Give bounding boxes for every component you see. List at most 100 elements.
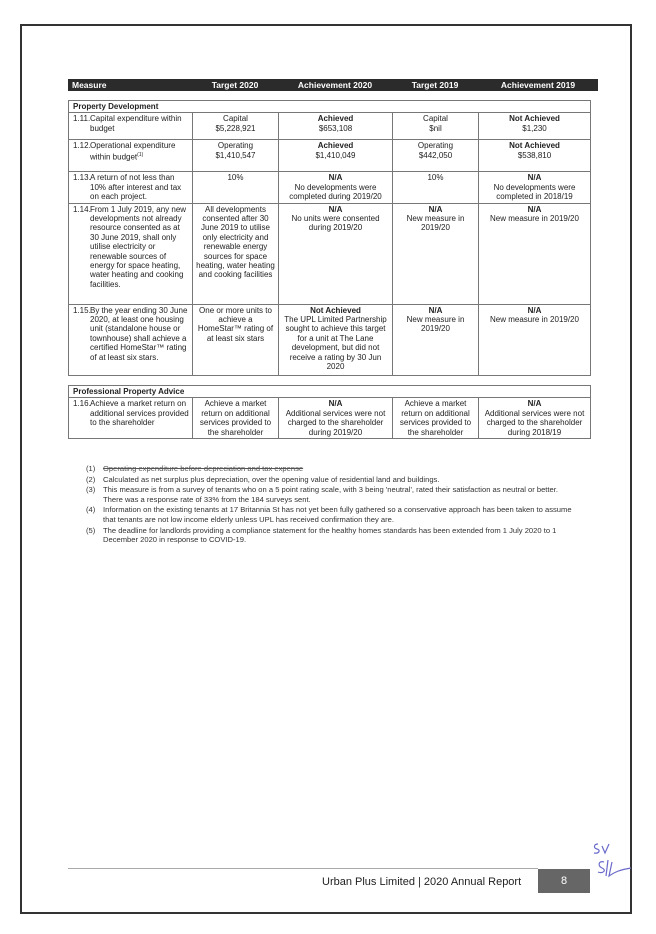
footer-divider bbox=[68, 868, 538, 869]
footnote: (2) Calculated as net surplus plus deprec… bbox=[86, 475, 576, 485]
footnote-text: This measure is from a survey of tenants… bbox=[103, 485, 558, 504]
target-2019-line: 10% bbox=[427, 173, 444, 183]
target-2019-line: New measure in 2019/20 bbox=[406, 315, 465, 334]
measure-cell: 1.16.Achieve a market return on addition… bbox=[68, 397, 193, 440]
target-2020-cell: All developments consented after 30 June… bbox=[192, 202, 279, 305]
achievement-2020-detail: Additional services were not charged to … bbox=[285, 408, 386, 437]
target-2020-line: Capital bbox=[223, 114, 248, 124]
footnote-key: (4) bbox=[86, 505, 96, 515]
target-2020-line: Operating bbox=[217, 141, 254, 151]
footnote: (1)Operating expenditure before deprecia… bbox=[86, 464, 576, 474]
measure-cell: 1.14.From 1 July 2019, any new developme… bbox=[68, 202, 193, 305]
header-achievement-2020: Achievement 2020 bbox=[297, 80, 373, 90]
header-target-2019: Target 2019 bbox=[411, 80, 459, 90]
measure-number: 1.11. bbox=[73, 114, 91, 124]
achievement-2019-status: N/A bbox=[527, 305, 542, 315]
measure-cell: 1.13.A return of not less than 10% after… bbox=[68, 171, 193, 204]
achievement-2020-detail: No units were consented during 2019/20 bbox=[291, 214, 380, 233]
target-2020-cell: 10% bbox=[192, 171, 279, 204]
target-2020-line: Achieve a market return on additional se… bbox=[199, 399, 272, 437]
footnote-key: (2) bbox=[86, 474, 96, 484]
target-2019-line: $nil bbox=[429, 123, 442, 133]
footnote-text: Calculated as net surplus plus depreciat… bbox=[103, 474, 440, 484]
measure-cell: 1.11.Capital expenditure within budget bbox=[68, 112, 193, 141]
footnotes: (1)Operating expenditure before deprecia… bbox=[86, 464, 576, 546]
measure-text: Achieve a market return on additional se… bbox=[90, 399, 189, 428]
target-2020-cell: One or more units to achieve a HomeStar™… bbox=[192, 303, 279, 376]
achievement-2019-status: N/A bbox=[527, 204, 542, 214]
measure-text: By the year ending 30 June 2020, at leas… bbox=[90, 305, 188, 362]
measure-cell: 1.12.Operational expenditure within budg… bbox=[68, 139, 193, 173]
achievement-2020-detail: No developments were completed during 20… bbox=[289, 182, 382, 202]
achievement-2019-status: N/A bbox=[527, 399, 542, 409]
footnote-key: (5) bbox=[86, 525, 96, 535]
measure-text: Operational expenditure within budget(1) bbox=[90, 141, 176, 162]
target-2019-line: $442,050 bbox=[418, 150, 453, 160]
footnote: (3)This measure is from a survey of tena… bbox=[86, 485, 576, 504]
table-row: 1.14.From 1 July 2019, any new developme… bbox=[68, 202, 591, 305]
target-2019-line: Achieve a market return on additional se… bbox=[399, 399, 472, 437]
achievement-2019-detail: New measure in 2019/20 bbox=[490, 214, 579, 224]
table-header: Measure Target 2020 Achievement 2020 Tar… bbox=[68, 79, 598, 91]
achievement-2019-detail: No developments were completed in 2018/1… bbox=[493, 182, 576, 202]
measure-number: 1.13. bbox=[73, 173, 91, 183]
target-2019-cell: Capital$nil bbox=[392, 112, 479, 141]
target-2020-line: All developments consented after 30 June… bbox=[196, 204, 275, 280]
achievement-2020-detail: $653,108 bbox=[318, 123, 353, 133]
footer-title: Urban Plus Limited | 2020 Annual Report bbox=[322, 876, 522, 888]
measure-number: 1.15. bbox=[73, 305, 91, 315]
achievement-2020-cell: Achieved$1,410,049 bbox=[278, 139, 393, 173]
target-2020-line: $5,228,921 bbox=[215, 123, 256, 133]
target-2019-line: Capital bbox=[423, 114, 448, 124]
footnote-text: The deadline for landlords providing a c… bbox=[103, 525, 557, 545]
achievement-2020-status: N/A bbox=[328, 399, 343, 409]
target-2019-cell: Achieve a market return on additional se… bbox=[392, 397, 479, 440]
measure-number: 1.14. bbox=[73, 204, 91, 214]
target-2020-line: 10% bbox=[227, 173, 244, 183]
achievement-2020-status: Achieved bbox=[317, 114, 354, 124]
target-2019-line: N/A bbox=[428, 204, 443, 214]
signature-mark bbox=[593, 843, 632, 878]
section-title: Property Development bbox=[68, 99, 591, 114]
achievement-2019-detail: $538,810 bbox=[517, 150, 552, 160]
target-2020-cell: Capital$5,228,921 bbox=[192, 112, 279, 141]
target-2019-cell: Operating$442,050 bbox=[392, 139, 479, 173]
measure-number: 1.16. bbox=[73, 399, 91, 409]
achievement-2020-detail: The UPL Limited Partnership sought to ac… bbox=[284, 315, 387, 372]
achievement-2019-detail: $1,230 bbox=[522, 123, 547, 133]
header-achievement-2019: Achievement 2019 bbox=[500, 80, 576, 90]
measure-text: A return of not less than 10% after inte… bbox=[90, 173, 182, 202]
page-frame bbox=[20, 24, 632, 914]
achievement-2019-cell: Not Achieved$538,810 bbox=[478, 139, 591, 173]
measure-text: Capital expenditure within budget bbox=[90, 114, 182, 133]
achievement-2020-status: N/A bbox=[328, 204, 343, 214]
page-number: 8 bbox=[538, 869, 590, 893]
achievement-2020-cell: Achieved$653,108 bbox=[278, 112, 393, 141]
footnote: (4)Information on the existing tenants a… bbox=[86, 505, 576, 524]
section-title: Professional Property Advice bbox=[68, 384, 591, 399]
header-target-2020: Target 2020 bbox=[211, 80, 259, 90]
header-measure: Measure bbox=[72, 80, 107, 90]
footnote-key: (1) bbox=[86, 464, 96, 473]
footnote-ref: (1) bbox=[137, 151, 144, 158]
achievement-2019-detail: Additional services were not charged to … bbox=[484, 408, 585, 437]
achievement-2019-cell: Not Achieved$1,230 bbox=[478, 112, 591, 141]
achievement-2019-status: Not Achieved bbox=[509, 114, 560, 124]
achievement-2019-status: N/A bbox=[527, 173, 542, 183]
target-2020-cell: Achieve a market return on additional se… bbox=[192, 397, 279, 440]
target-2020-line: $1,410,547 bbox=[215, 150, 256, 160]
achievement-2019-detail: New measure in 2019/20 bbox=[490, 315, 579, 325]
footnote: (5) The deadline for landlords providing … bbox=[86, 526, 576, 545]
achievement-2020-status: Not Achieved bbox=[310, 305, 361, 315]
measure-cell: 1.15.By the year ending 30 June 2020, at… bbox=[68, 303, 193, 376]
table-row: 1.15.By the year ending 30 June 2020, at… bbox=[68, 303, 591, 376]
